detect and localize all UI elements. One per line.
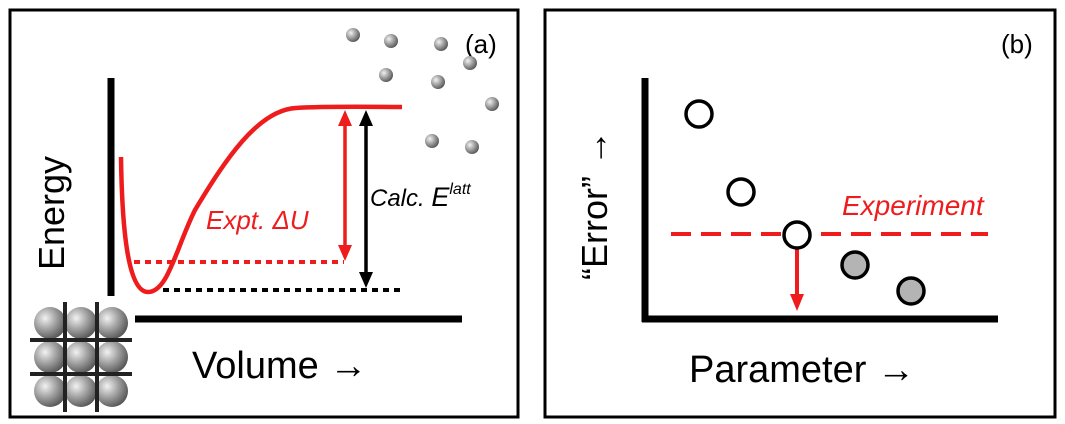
lattice-atom — [34, 307, 66, 339]
lattice-atom — [65, 375, 97, 407]
panel-a: (a) Energy Volume → Expt. ΔU Calc. Elatt — [8, 8, 520, 419]
gas-atom — [425, 134, 439, 148]
error-point-open — [782, 220, 812, 250]
calc-arrow-head-down — [359, 272, 373, 288]
lattice-atom — [96, 307, 128, 339]
lattice-atom — [96, 341, 128, 373]
panel-a-y-label: Energy — [31, 156, 72, 270]
panel-a-label: (a) — [465, 29, 497, 59]
calc-label-prefix: Calc. — [370, 185, 431, 212]
lattice-atom — [65, 307, 97, 339]
calc-label-superscript: latt — [449, 181, 471, 198]
optimum-arrow-head — [790, 294, 804, 311]
potential-energy-curve — [118, 104, 403, 295]
gas-atom — [463, 56, 477, 70]
panel-b-frame — [543, 8, 1057, 419]
lattice-atom — [34, 341, 66, 373]
experiment-label: Experiment — [842, 190, 985, 221]
panel-a-x-label: Volume → — [192, 345, 367, 387]
expt-arrow-head-up — [338, 110, 352, 126]
gas-atom — [431, 75, 445, 89]
lattice-atom — [34, 375, 66, 407]
gas-atom — [434, 37, 448, 51]
panel-b-x-label: Parameter → — [689, 349, 915, 391]
gas-atom — [485, 97, 499, 111]
error-point-filled — [840, 250, 870, 280]
panel-b-y-label: “Error” → — [574, 130, 615, 280]
crystal-lattice — [30, 302, 132, 412]
panel-b-label: (b) — [1001, 29, 1033, 59]
gas-atom — [346, 28, 360, 42]
lattice-atom — [65, 341, 97, 373]
gas-atom — [379, 68, 393, 82]
gas-atom — [384, 34, 398, 48]
panel-b: (b) “Error” → Parameter → Experiment — [543, 8, 1057, 419]
calc-elatt-label: Calc. Elatt — [370, 181, 471, 212]
expt-delta-u-label: Expt. ΔU — [206, 205, 309, 235]
calc-label-symbol: E — [431, 182, 450, 212]
calc-arrow-head-up — [359, 110, 373, 126]
lattice-atom — [96, 375, 128, 407]
error-point-open — [684, 99, 714, 129]
error-point-open — [726, 177, 756, 207]
gas-atom — [465, 140, 479, 154]
expt-arrow-head-down — [338, 245, 352, 261]
gas-atoms — [346, 28, 499, 154]
error-point-filled — [896, 276, 926, 306]
